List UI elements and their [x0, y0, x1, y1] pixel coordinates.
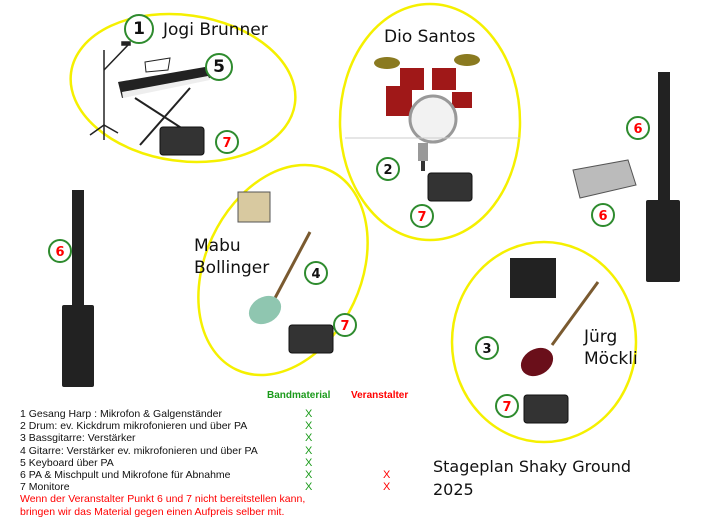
header-bandmaterial: Bandmaterial [267, 390, 331, 401]
marker-circle [304, 261, 328, 285]
monitor-icon [159, 126, 205, 156]
marker-circle [124, 14, 154, 44]
band-check: X [305, 408, 313, 420]
musician-name: Dio Santos [384, 27, 476, 47]
marker-circle [48, 239, 72, 263]
band-check: X [305, 420, 313, 433]
zone-dio [338, 2, 522, 242]
host-check: X [383, 469, 391, 481]
list-item: 5 Keyboard über PA [20, 456, 114, 469]
list-item: 4 Gitarre: Verstärker ev. mikrofonieren … [20, 444, 258, 457]
name-line: Mabu [194, 236, 241, 256]
marker-number: 6 [633, 122, 642, 137]
marker-circle [591, 203, 615, 227]
zone-juerg [450, 240, 638, 444]
note-text: bringen wir das Material gegen einen Auf… [20, 505, 285, 518]
drumkit-icon [345, 54, 520, 171]
band-check: X [305, 432, 313, 445]
equipment-list: 1 Gesang Harp : Mikrofon & Galgenständer… [20, 408, 305, 518]
zone-mabu [197, 163, 369, 377]
marker-number: 7 [417, 210, 426, 225]
marker-number: 7 [340, 319, 349, 334]
marker-number: 2 [383, 163, 392, 178]
title-line: Stageplan Shaky Ground [433, 457, 632, 476]
name-line: Möckli [584, 349, 638, 369]
page-title: Stageplan Shaky Ground 2025 [433, 455, 631, 501]
marker-number: 6 [55, 245, 64, 260]
list-item: 2 Drum: ev. Kickdrum mikrofonieren und ü… [20, 420, 248, 433]
monitor-icon [288, 324, 334, 354]
bass-guitar-icon [520, 281, 600, 377]
musician-name: Jogi Brunner [163, 20, 268, 40]
name-line: Bollinger [194, 258, 270, 278]
name-line: Jürg [584, 327, 618, 347]
guitar-icon [248, 231, 312, 325]
pa-speaker-icon [62, 190, 94, 387]
bass-amp-icon [510, 258, 556, 298]
marker-circle [475, 336, 499, 360]
monitor-icon [427, 172, 473, 202]
list-item: 6 PA & Mischpult und Mikrofone für Abnah… [20, 469, 231, 482]
marker-circle [376, 157, 400, 181]
mixer-icon [572, 159, 637, 199]
marker-circle [626, 116, 650, 140]
zone-jogi [69, 12, 297, 164]
band-check: X [305, 444, 313, 457]
list-item: 7 Monitore [20, 481, 70, 494]
title-line: 2025 [433, 480, 474, 499]
monitor-icon [523, 394, 569, 424]
list-item: 3 Bassgitarre: Verstärker [20, 432, 136, 445]
marker-circle [215, 130, 239, 154]
pa-speaker-icon [646, 72, 680, 282]
mic-stand-icon [89, 41, 131, 140]
marker-number: 5 [213, 57, 225, 77]
marker-number: 1 [133, 19, 145, 39]
band-check: X [305, 469, 313, 481]
marker-circle [410, 204, 434, 228]
band-check: X [305, 481, 313, 494]
header-veranstalter: Veranstalter [351, 390, 409, 401]
marker-number: 4 [311, 267, 320, 282]
band-check: X [305, 456, 313, 469]
marker-circle [205, 53, 233, 81]
marker-number: 6 [598, 209, 607, 224]
marker-number: 7 [502, 400, 511, 415]
guitar-amp-icon [237, 191, 271, 223]
list-item: 1 Gesang Harp : Mikrofon & Galgenständer [20, 408, 222, 420]
marker-number: 7 [222, 136, 231, 151]
marker-number: 3 [482, 342, 491, 357]
note-text: Wenn der Veranstalter Punkt 6 und 7 nich… [20, 493, 306, 506]
host-check: X [383, 481, 391, 494]
marker-circle [333, 313, 357, 337]
marker-circle [495, 394, 519, 418]
